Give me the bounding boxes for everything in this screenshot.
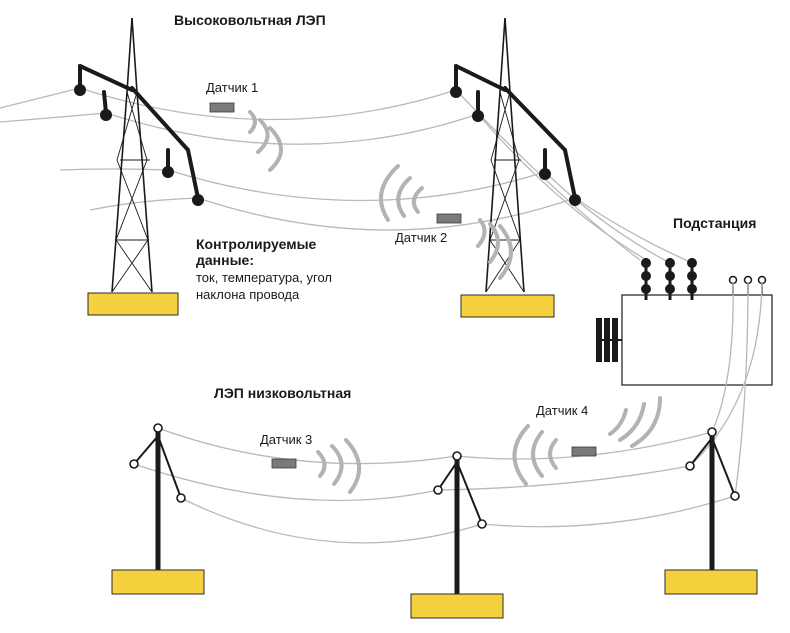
substation-transformer-body <box>621 294 773 386</box>
sensor-2-signal-waves-left <box>379 164 424 222</box>
sensor-4-signal-waves-right <box>608 396 662 448</box>
monitored-data-text-line2: наклона провода <box>196 287 300 302</box>
sensor-1-label: Датчик 1 <box>206 80 259 95</box>
monitored-data-heading-line2: данные: <box>196 252 254 268</box>
sensor-2-device <box>436 213 462 224</box>
monitored-data-heading-line1: Контролируемые <box>196 236 317 252</box>
transmission-tower-1 <box>74 17 204 293</box>
low-voltage-line-title: ЛЭП низковольтная <box>214 385 352 401</box>
pole-1-foundation <box>111 569 205 595</box>
pole-3-foundation <box>664 569 758 595</box>
sensor-4-signal-waves-left <box>512 424 558 486</box>
monitored-data-text-line1: ток, температура, угол <box>196 270 332 285</box>
tower-1-foundation <box>87 292 179 316</box>
sensor-2-label: Датчик 2 <box>395 230 448 245</box>
low-voltage-wires <box>133 281 763 544</box>
sensor-1-device <box>209 102 235 113</box>
sensor-3-label: Датчик 3 <box>260 432 313 447</box>
substation-radiator <box>596 318 622 362</box>
tower-2-foundation <box>460 294 555 318</box>
utility-pole-1 <box>129 423 186 572</box>
high-voltage-bushings <box>641 258 697 300</box>
high-voltage-line-title: Высоковольтная ЛЭП <box>174 12 326 28</box>
monitored-data-block: Контролируемые данные: ток, температура,… <box>196 236 332 303</box>
sensor-3-device <box>271 458 297 469</box>
sensor-4-label: Датчик 4 <box>536 403 589 418</box>
high-voltage-wires <box>0 87 691 263</box>
substation-title: Подстанция <box>673 215 757 231</box>
utility-pole-3 <box>685 427 740 572</box>
sensor-1-signal-waves <box>248 110 283 172</box>
sensor-4-device <box>571 446 597 457</box>
utility-pole-2 <box>433 451 487 594</box>
pole-2-foundation <box>410 593 504 619</box>
sensor-2-signal-waves-right <box>476 218 513 280</box>
sensor-3-signal-waves <box>316 438 361 494</box>
